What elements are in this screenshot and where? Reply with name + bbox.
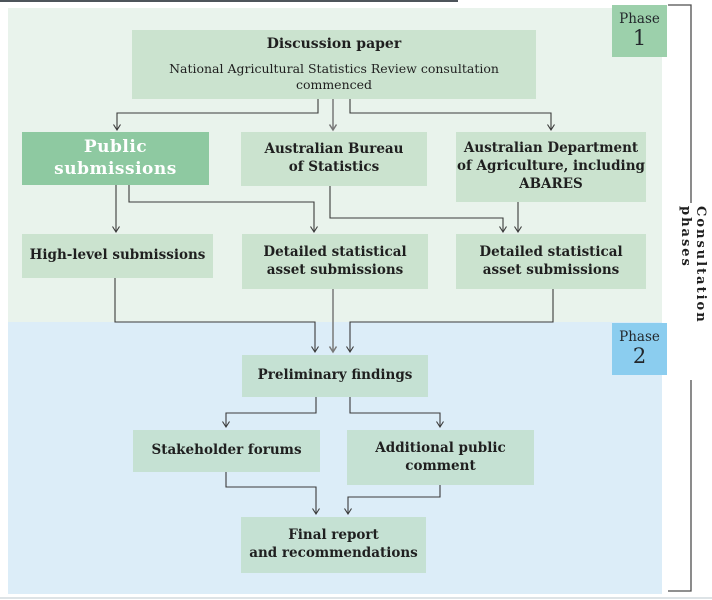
- phase-1-badge-word: Phase: [619, 10, 660, 27]
- node-additional-public-comment: Additional public comment: [347, 430, 534, 485]
- node-detailed-statistical-asset-submissions-right: Detailed statistical asset submissions: [456, 234, 646, 289]
- node-australian-department-of-agriculture: Australian Department of Agriculture, in…: [456, 132, 646, 202]
- phase-2-badge-word: Phase: [619, 328, 660, 345]
- bracket-top: [668, 4, 692, 203]
- phase-2-badge: Phase 2: [612, 323, 667, 375]
- node-australian-bureau-of-statistics: Australian Bureau of Statistics: [241, 132, 427, 186]
- discussion-paper-subtitle: National Agricultural Statistics Review …: [169, 60, 499, 93]
- phase-1-badge: Phase 1: [612, 5, 667, 57]
- top-border-line: [0, 0, 458, 2]
- consultation-phases-label: Consultation phases: [678, 206, 708, 324]
- node-detailed-statistical-asset-submissions-left: Detailed statistical asset submissions: [242, 234, 428, 289]
- phase-1-badge-number: 1: [632, 26, 647, 51]
- discussion-paper-title: Discussion paper: [266, 36, 402, 53]
- node-stakeholder-forums: Stakeholder forums: [133, 430, 320, 472]
- node-discussion-paper: Discussion paper National Agricultural S…: [132, 30, 536, 99]
- phase-2-badge-number: 2: [632, 344, 647, 369]
- bottom-border-line: [0, 597, 712, 599]
- node-final-report-and-recommendations: Final report and recommendations: [241, 517, 426, 573]
- bracket-bottom: [668, 380, 692, 592]
- node-high-level-submissions: High-level submissions: [22, 234, 213, 278]
- node-public-submissions: Public submissions: [22, 132, 209, 185]
- node-preliminary-findings: Preliminary findings: [242, 355, 428, 397]
